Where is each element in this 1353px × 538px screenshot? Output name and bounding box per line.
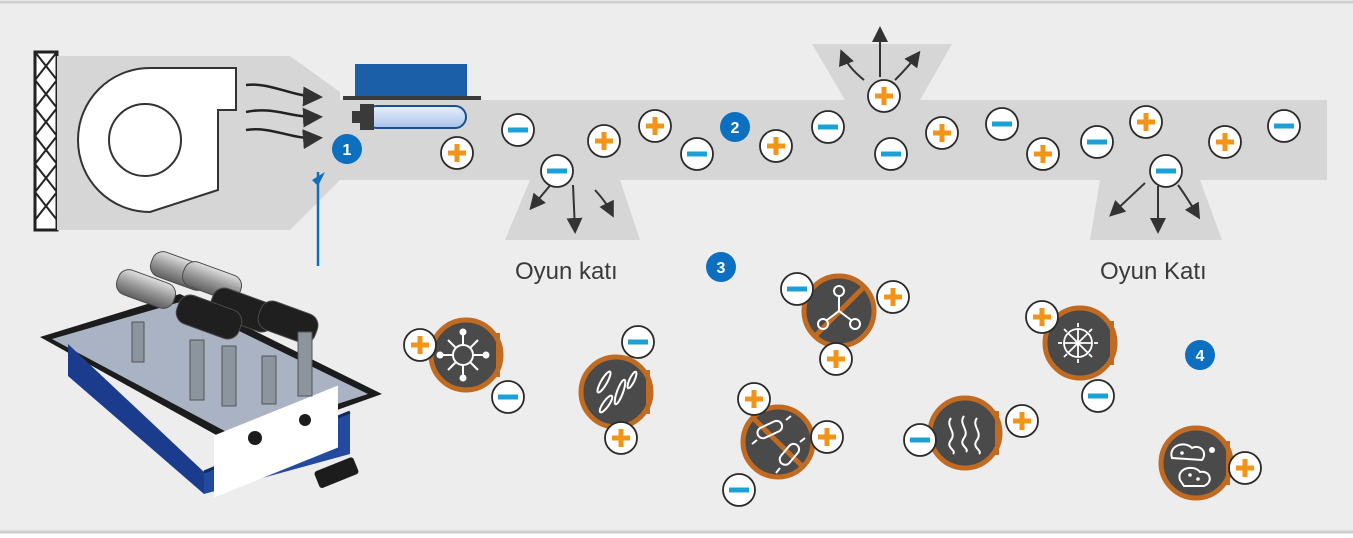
negative-ion-icon <box>874 137 908 171</box>
svg-text:3: 3 <box>717 260 726 277</box>
dust-pathogen <box>1158 425 1234 501</box>
svg-text:4: 4 <box>1196 348 1205 365</box>
air-flow-arrows-icon <box>245 83 323 150</box>
dust-icon <box>1170 443 1215 487</box>
bacteria-pathogen <box>740 404 816 480</box>
positive-ion-icon <box>440 136 474 170</box>
molecule-icon <box>817 285 861 330</box>
negative-ion-icon <box>680 137 714 171</box>
positive-ion-icon <box>587 124 621 158</box>
fan-icon <box>76 67 237 214</box>
positive-ion-icon <box>604 421 638 455</box>
floor-label-right: Oyun Katı <box>1100 258 1207 285</box>
negative-ion-icon <box>621 325 655 359</box>
ionizer-device-image <box>40 251 382 498</box>
positive-ion-icon <box>638 109 672 143</box>
positive-ion-icon <box>867 79 901 113</box>
positive-ion-icon <box>759 129 793 163</box>
ionizer-unit <box>343 64 481 130</box>
negative-ion-icon <box>501 113 535 147</box>
positive-ion-icon <box>1208 125 1242 159</box>
virus-pathogen <box>428 317 504 393</box>
negative-ion-icon <box>1149 154 1183 188</box>
negative-ion-icon <box>985 107 1019 141</box>
positive-ion-icon <box>1025 300 1059 334</box>
positive-ion-icon <box>925 116 959 150</box>
svg-text:2: 2 <box>731 120 740 137</box>
odor-icon <box>948 415 981 455</box>
positive-ion-icon <box>1228 451 1262 485</box>
positive-ion-icon <box>403 328 437 362</box>
pollen-icon <box>1058 323 1098 363</box>
step-badge-1: 1 <box>332 134 362 164</box>
negative-ion-icon <box>1081 379 1115 413</box>
positive-ion-icon <box>1005 404 1039 438</box>
odor-pathogen <box>927 395 1003 471</box>
negative-ion-icon <box>1080 125 1114 159</box>
negative-ion-icon <box>1267 109 1301 143</box>
step-badge-3: 3 <box>706 252 736 282</box>
positive-ion-icon <box>1026 137 1060 171</box>
positive-ion-icon <box>819 342 853 376</box>
positive-ion-icon <box>810 420 844 454</box>
mold-pathogen <box>578 354 654 430</box>
svg-text:1: 1 <box>343 142 352 159</box>
step-badge-4: 4 <box>1185 340 1215 370</box>
negative-ion-icon <box>903 423 937 457</box>
bacteria-icon <box>751 415 806 474</box>
pollen-pathogen <box>1042 305 1118 381</box>
mold-spores-icon <box>596 370 638 414</box>
positive-ion-icon <box>1129 105 1163 139</box>
molecule-pathogen <box>801 273 877 349</box>
negative-ion-icon <box>491 380 525 414</box>
negative-ion-icon <box>540 154 574 188</box>
virus-icon <box>436 328 490 382</box>
ionizer-tube-icon <box>352 104 467 130</box>
positive-ion-icon <box>737 382 771 416</box>
negative-ion-icon <box>811 110 845 144</box>
negative-ion-icon <box>780 272 814 306</box>
positive-ion-icon <box>876 280 910 314</box>
air-handler <box>33 50 340 232</box>
negative-ion-icon <box>722 473 756 507</box>
floor-label-left: Oyun katı <box>515 258 618 285</box>
step-badge-2: 2 <box>720 112 750 142</box>
